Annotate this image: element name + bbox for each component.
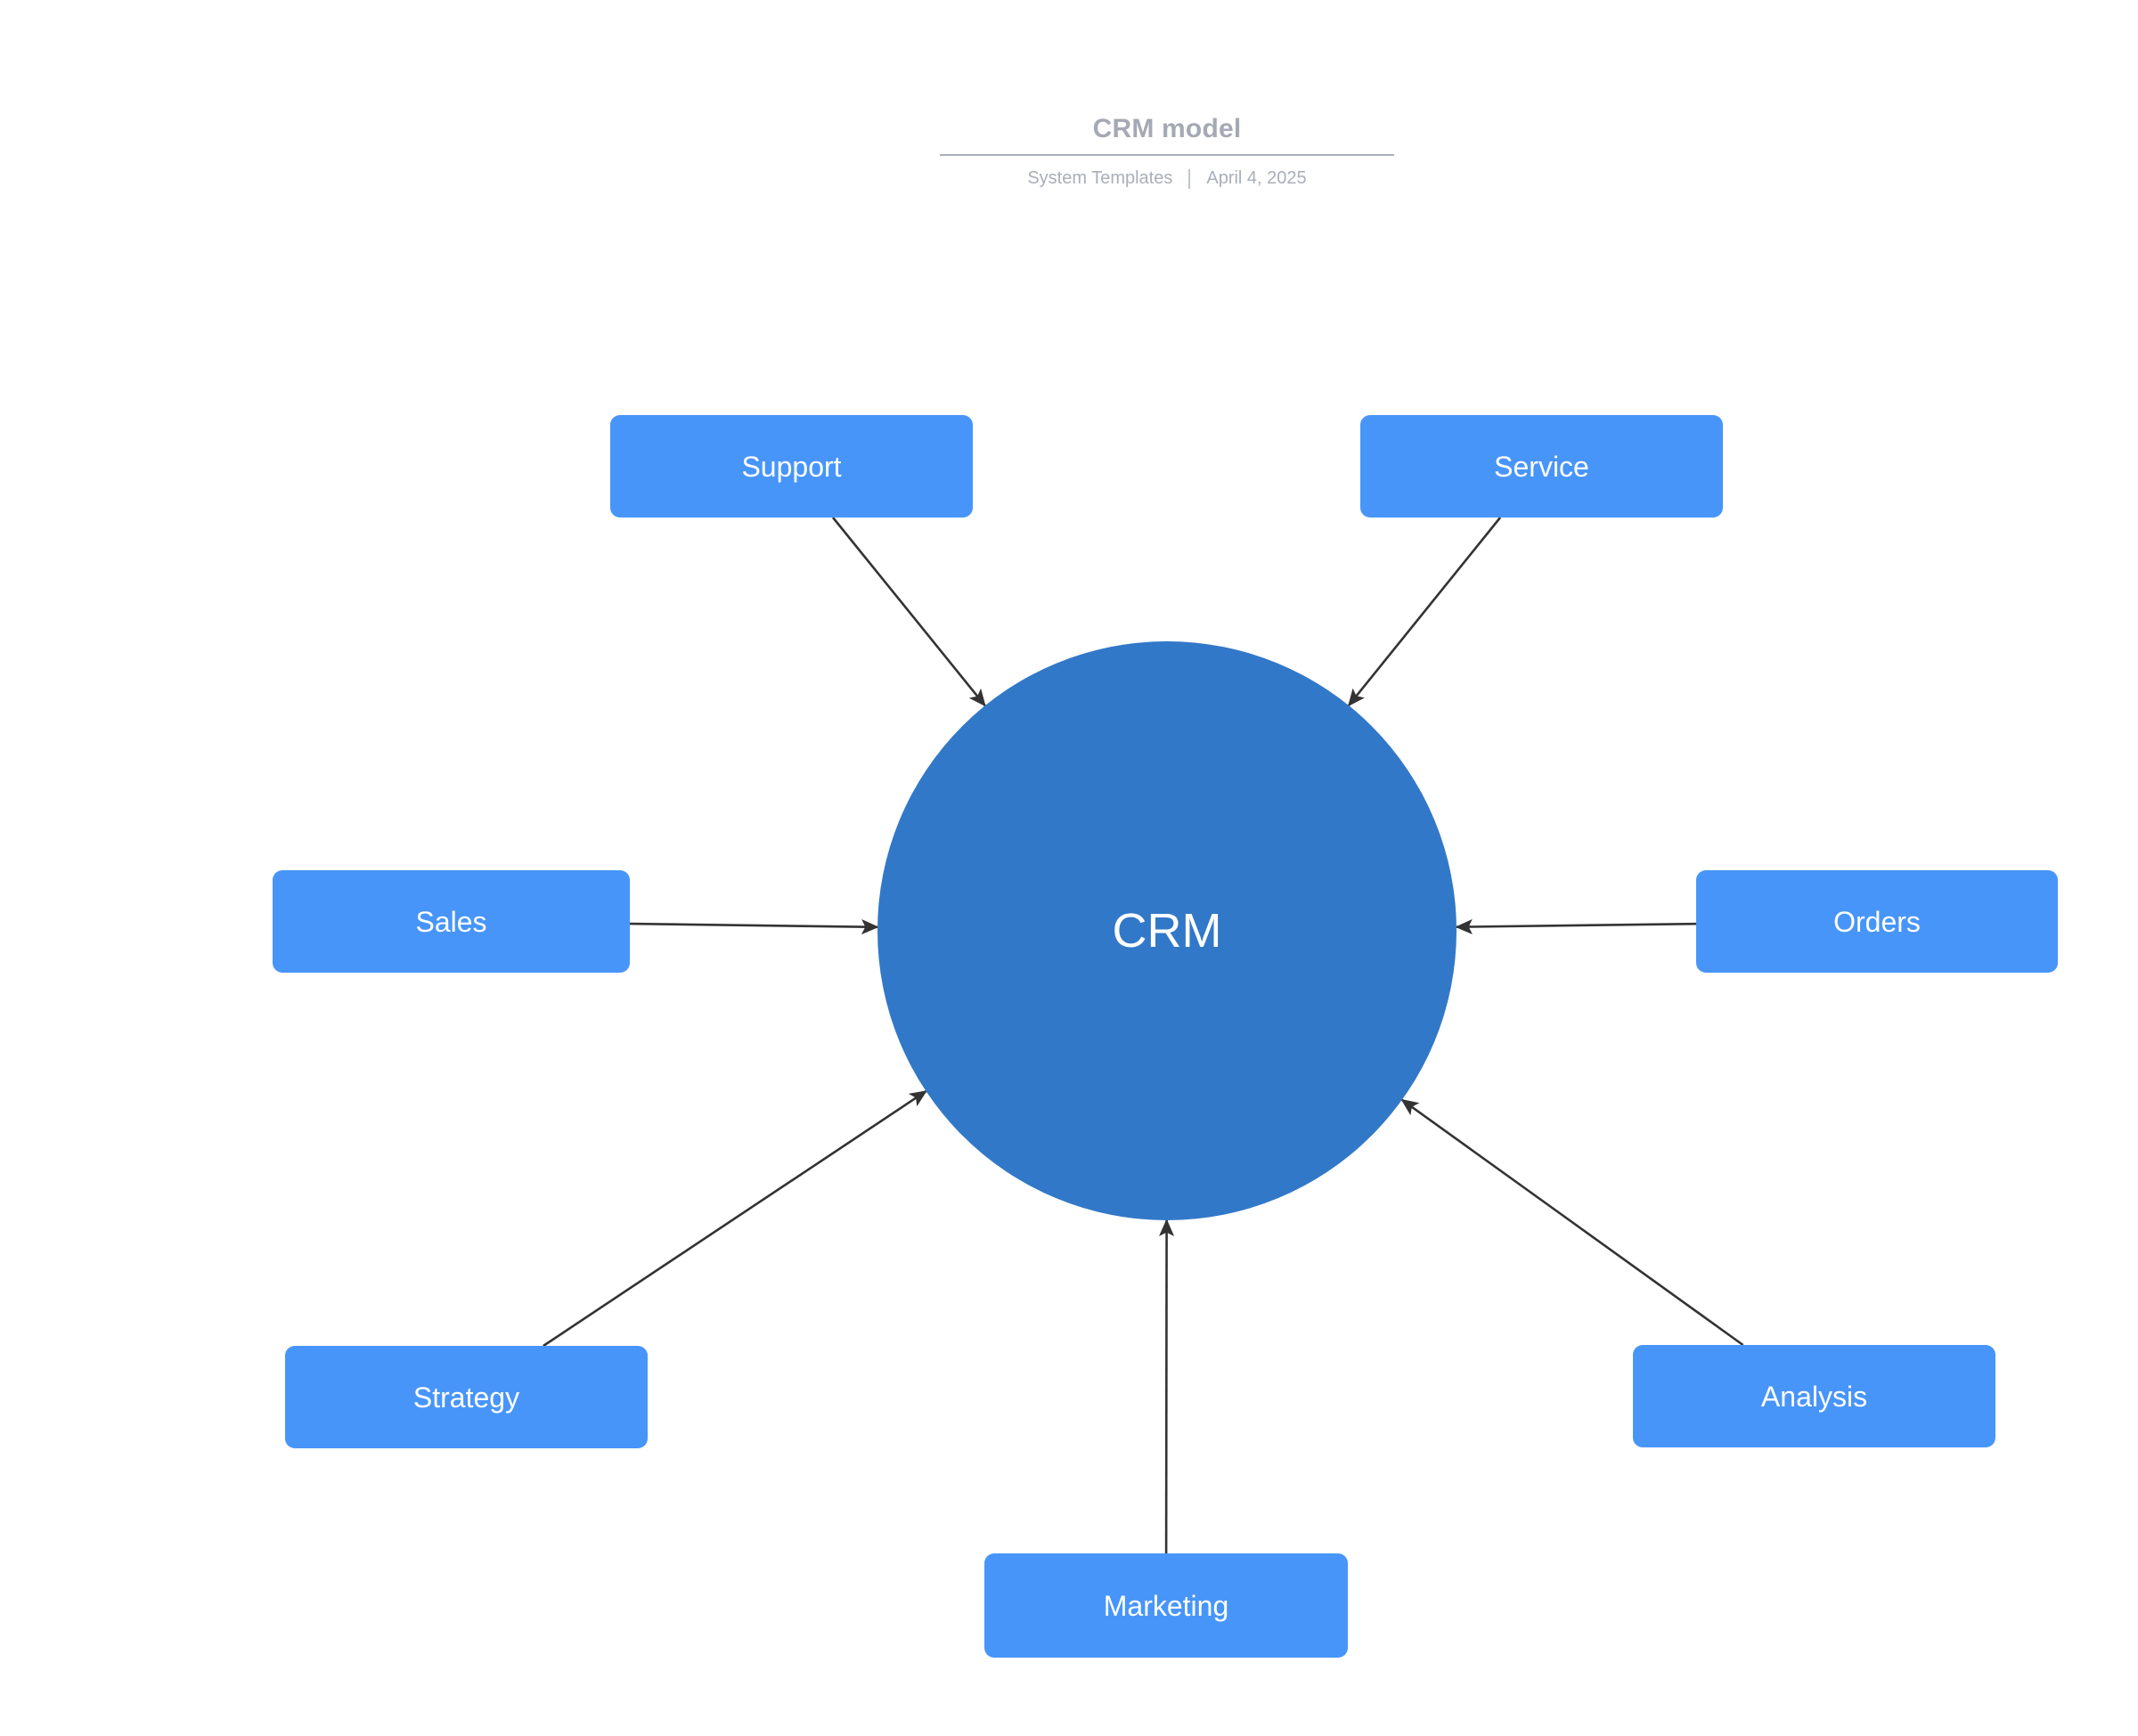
node-box-analysis[interactable]: Analysis — [1633, 1345, 1995, 1447]
header-divider — [940, 154, 1394, 156]
node-box-service[interactable]: Service — [1360, 415, 1723, 518]
header-source: System Templates — [1027, 168, 1173, 188]
edge-orders-to-crm — [1455, 918, 1697, 935]
node-label: Orders — [1833, 905, 1921, 938]
edge-analysis-to-crm — [1400, 1098, 1744, 1347]
page-title: CRM model — [1092, 114, 1242, 143]
edge-service-to-crm — [1347, 517, 1502, 707]
node-label: Strategy — [412, 1381, 520, 1414]
header-date: April 4, 2025 — [1206, 168, 1307, 188]
edge-support-to-crm — [831, 517, 986, 707]
center-node-crm[interactable]: CRM — [877, 641, 1457, 1220]
edge-strategy-to-crm — [543, 1090, 927, 1348]
header-separator — [1188, 169, 1191, 189]
center-node-label: CRM — [1112, 904, 1222, 958]
node-label: Sales — [415, 905, 487, 938]
node-box-orders[interactable]: Orders — [1696, 870, 2058, 973]
node-box-sales[interactable]: Sales — [273, 870, 630, 973]
node-label: Support — [741, 450, 842, 483]
node-label: Service — [1494, 450, 1589, 483]
node-box-support[interactable]: Support — [610, 415, 973, 518]
node-box-marketing[interactable]: Marketing — [984, 1553, 1348, 1658]
node-box-strategy[interactable]: Strategy — [285, 1346, 648, 1448]
edge-marketing-to-crm — [1158, 1218, 1175, 1554]
edge-sales-to-crm — [629, 918, 879, 935]
node-label: Analysis — [1760, 1380, 1868, 1413]
header-subtitle: System Templates April 4, 2025 — [900, 167, 1434, 190]
node-label: Marketing — [1103, 1589, 1229, 1622]
document-header: CRM model System Templates April 4, 2025 — [900, 111, 1434, 190]
